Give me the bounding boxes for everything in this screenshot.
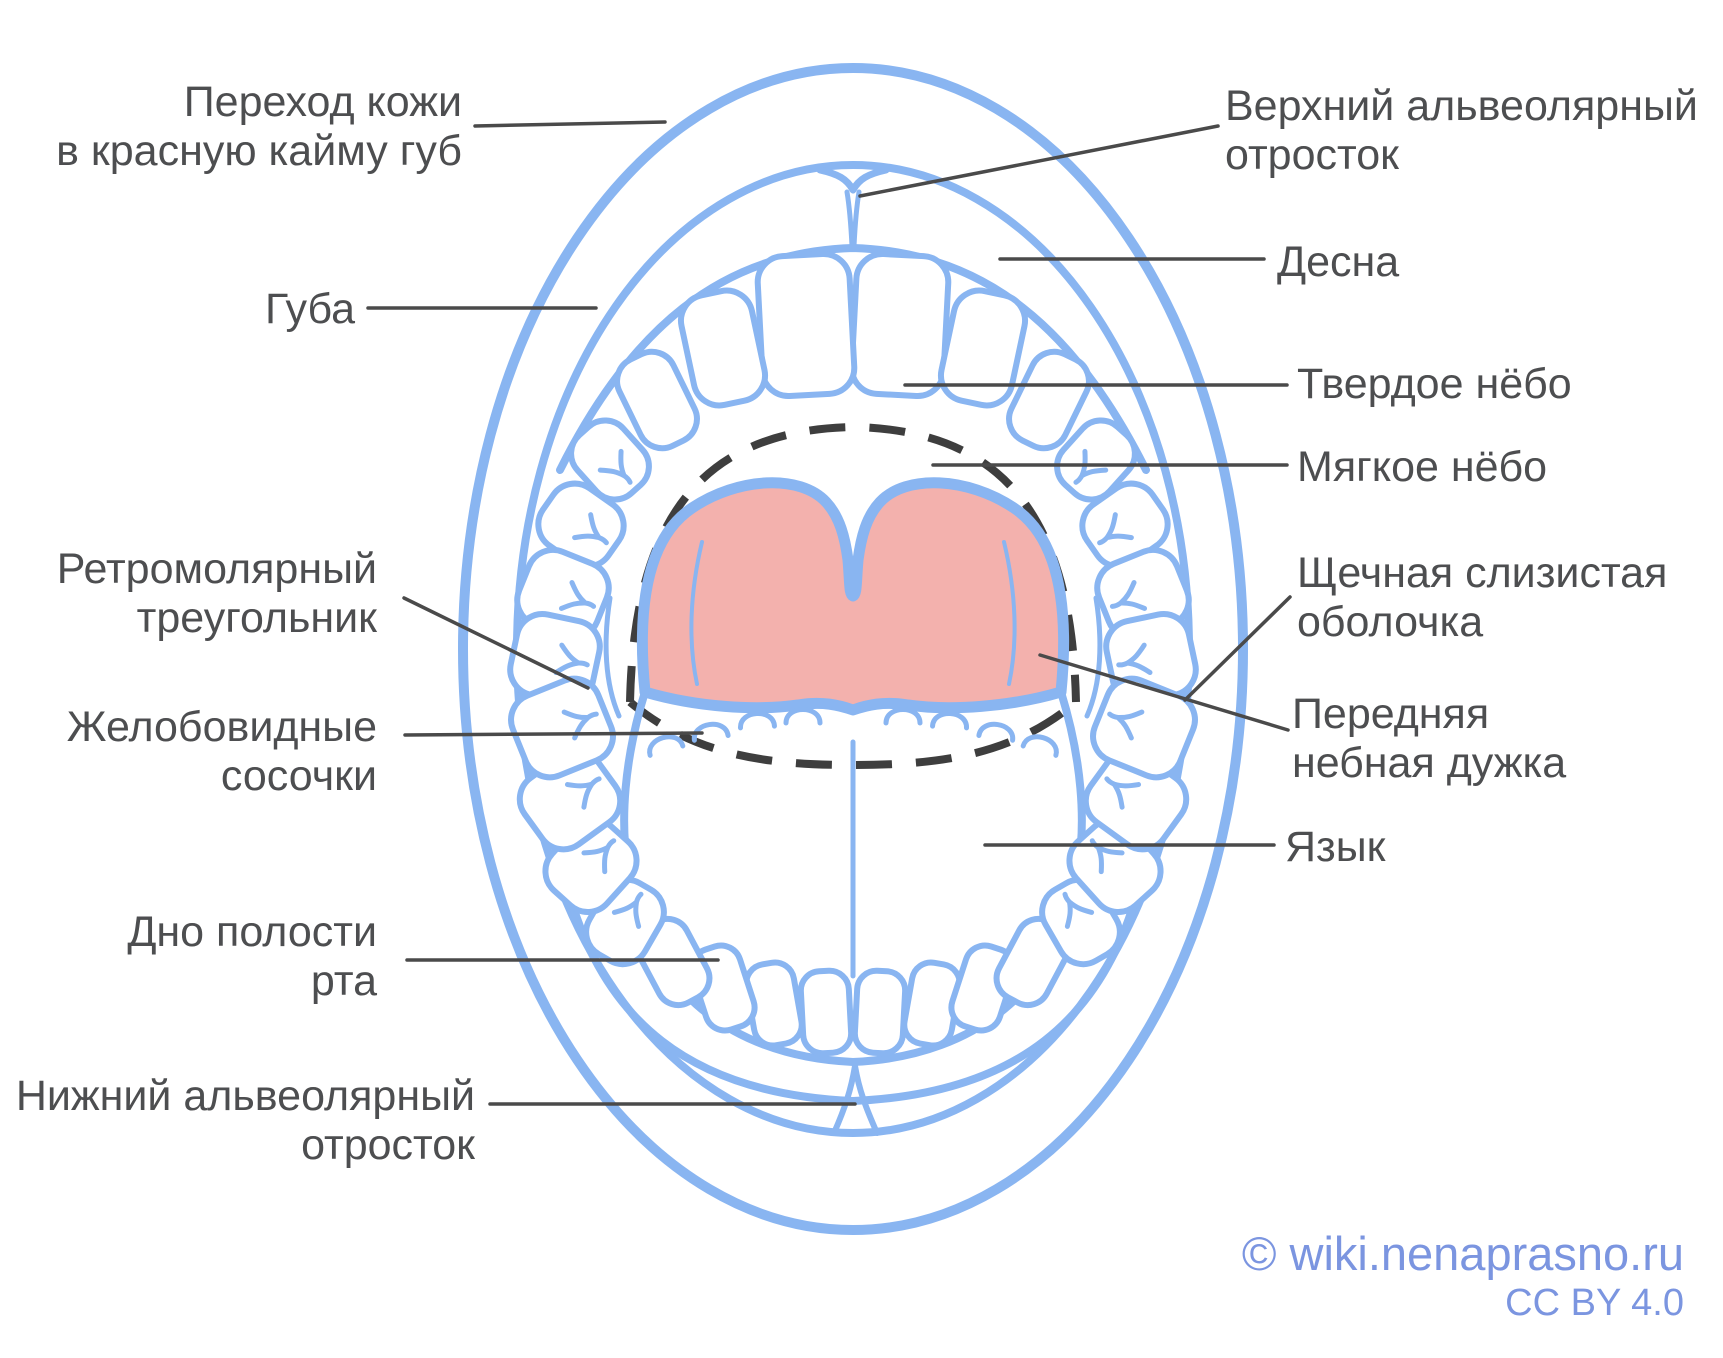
molar-groove-icon (1107, 709, 1145, 741)
vallate-papillae-row (647, 707, 1059, 758)
tooth-molar (508, 675, 616, 781)
papilla-arc (1020, 734, 1059, 758)
label-anterior-palatine-arch: Передняя небная дужка (1292, 690, 1567, 788)
molar-groove-icon (611, 891, 644, 929)
papilla-arc (737, 711, 777, 731)
label-lower-alveolar: Нижний альвеолярный отросток (15, 1072, 475, 1170)
leader-buccal-mucosa (1183, 595, 1292, 702)
upper-teeth-arch (507, 251, 1199, 705)
leader-anterior-palatine-arch (1038, 653, 1290, 732)
papilla-arc (647, 734, 686, 758)
label-buccal-mucosa: Щечная слизистая оболочка (1297, 549, 1668, 647)
leader-skin-lip-border (473, 120, 667, 128)
tooth-molar (1054, 417, 1138, 503)
molar-groove-icon (564, 776, 602, 810)
leader-vallate-papillae (403, 731, 704, 737)
molar-groove-icon (572, 512, 609, 546)
molar-groove-icon (553, 642, 590, 676)
molar-groove-icon (597, 448, 633, 485)
tooth-incisor (937, 287, 1029, 409)
upper-frenulum (844, 189, 862, 249)
upper-lip-bow (816, 166, 890, 194)
tooth-incisor (848, 251, 952, 399)
outer-lip-contour (458, 63, 1248, 1235)
tooth-incisor (754, 251, 858, 399)
watermark-license: CC BY 4.0 (1505, 1281, 1684, 1324)
papilla-arc (883, 707, 923, 726)
leader-upper-alveolar (858, 124, 1220, 198)
tooth-incisor (1006, 348, 1092, 452)
label-retromolar-triangle: Ретромолярный треугольник (56, 545, 377, 643)
label-lip: Губа (265, 285, 355, 333)
molar-groove-icon (1104, 776, 1142, 810)
molar-groove-icon (1097, 512, 1134, 546)
tooth-incisor (677, 287, 769, 409)
molar-groove-icon (581, 838, 617, 875)
label-upper-alveolar: Верхний альвеолярный отросток (1225, 82, 1698, 180)
palatoglossal-fold-right (1002, 540, 1017, 686)
watermark-copyright: © wiki.nenaprasno.ru (1241, 1227, 1684, 1280)
label-tongue: Язык (1285, 823, 1386, 871)
tooth-incisor (614, 348, 700, 452)
tooth-molar (535, 480, 627, 570)
papilla-arc (691, 721, 731, 743)
label-soft-palate: Мягкое нёбо (1297, 443, 1548, 491)
anterior-pillar-left (603, 595, 622, 719)
leader-retromolar-triangle (402, 596, 590, 690)
tooth-molar (568, 417, 652, 503)
anterior-pillar-right (1084, 595, 1103, 719)
papilla-arc (976, 721, 1016, 743)
molar-groove-icon (1062, 891, 1095, 929)
lower-frenulum (831, 1065, 880, 1136)
palatoglossal-fold-left (689, 540, 704, 686)
tooth-incisor (797, 967, 855, 1057)
molar-groove-icon (1109, 580, 1148, 611)
tooth-molar (1090, 675, 1198, 781)
label-floor-of-mouth: Дно полости рта (127, 908, 377, 1006)
molar-groove-icon (1116, 642, 1153, 676)
lower-gum-arch (561, 874, 1145, 1105)
label-vallate-papillae: Желобовидные сосочки (66, 703, 377, 801)
watermark: © wiki.nenaprasno.ru CC BY 4.0 (1242, 1228, 1684, 1327)
lower-teeth-arch (508, 675, 1198, 1057)
label-skin-lip-border: Переход кожи в красную кайму губ (56, 78, 462, 176)
label-hard-palate: Твердое нёбо (1297, 360, 1572, 408)
papilla-arc (930, 711, 970, 731)
tooth-incisor (851, 967, 909, 1057)
molar-groove-icon (558, 580, 597, 611)
soft-palate-region (636, 477, 1070, 716)
label-gum: Десна (1277, 238, 1400, 286)
papilla-arc (783, 707, 823, 726)
